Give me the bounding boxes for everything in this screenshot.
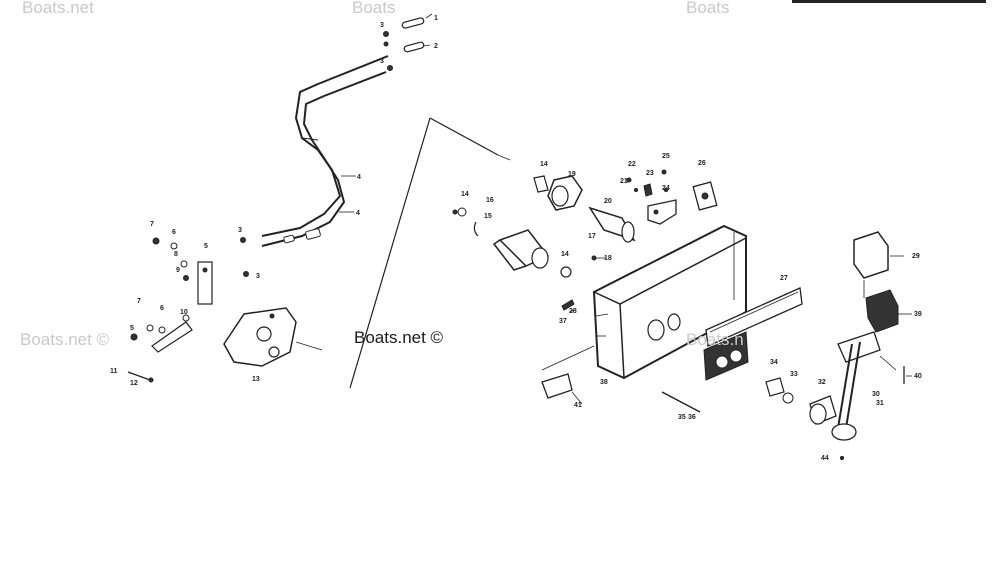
callout-1: 1 <box>434 15 438 22</box>
callout-36: 36 <box>688 414 696 421</box>
callout-3: 3 <box>238 227 242 234</box>
callout-34: 34 <box>770 359 778 366</box>
callout-7: 7 <box>137 298 141 305</box>
callout-31: 31 <box>876 400 884 407</box>
clip-41 <box>541 345 595 405</box>
callout-23: 23 <box>646 170 654 177</box>
callout-18: 18 <box>604 255 612 262</box>
callout-9: 9 <box>176 267 180 274</box>
callout-14: 14 <box>561 251 569 258</box>
callout-5: 5 <box>130 325 134 332</box>
callout-11: 11 <box>110 368 118 375</box>
callout-38: 38 <box>600 379 608 386</box>
label-plate-27 <box>705 287 803 347</box>
top-edge-bar <box>792 0 986 3</box>
callout-21: 21 <box>620 178 628 185</box>
callout-33: 33 <box>790 371 798 378</box>
callout-15: 15 <box>484 213 492 220</box>
callout-17: 17 <box>588 233 596 240</box>
callout-20: 20 <box>604 198 612 205</box>
callout-16: 16 <box>486 197 494 204</box>
callout-35: 35 <box>678 414 686 421</box>
control-box-38 <box>592 224 747 380</box>
separator-lines <box>349 117 511 389</box>
callout-labels: 1 2 3 3 4 4 3 3 7 6 5 8 9 7 6 10 5 11 12… <box>110 15 922 462</box>
callout-39: 39 <box>914 311 922 318</box>
callout-2: 2 <box>434 43 438 50</box>
handle-shaft-assembly <box>452 169 718 313</box>
callout-8: 8 <box>174 251 178 258</box>
callout-5: 5 <box>204 243 208 250</box>
callout-6: 6 <box>160 305 164 312</box>
callout-3: 3 <box>256 273 260 280</box>
callout-6: 6 <box>172 229 176 236</box>
callout-19: 19 <box>568 171 576 178</box>
callout-3: 3 <box>380 22 384 29</box>
decal-35 <box>703 331 749 381</box>
callout-30: 30 <box>872 391 880 398</box>
callout-28: 28 <box>569 308 577 315</box>
callout-12: 12 <box>130 380 138 387</box>
callout-4: 4 <box>357 174 361 181</box>
mounting-plate-13 <box>223 307 323 367</box>
callout-29: 29 <box>912 253 920 260</box>
callout-14: 14 <box>540 161 548 168</box>
callout-22: 22 <box>628 161 636 168</box>
callout-4: 4 <box>356 210 360 217</box>
callout-10: 10 <box>180 309 188 316</box>
callout-44: 44 <box>821 455 829 462</box>
callout-32: 32 <box>818 379 826 386</box>
callout-40: 40 <box>914 373 922 380</box>
top-cable-assembly <box>240 13 433 277</box>
right-lever-assembly <box>765 231 912 461</box>
callout-37: 37 <box>559 318 567 325</box>
left-bracket-assembly <box>127 237 213 383</box>
callout-41: 41 <box>574 402 582 409</box>
brand-label: Boats.net © <box>354 328 444 347</box>
callout-13: 13 <box>252 376 260 383</box>
callout-7: 7 <box>150 221 154 228</box>
callout-25: 25 <box>662 153 670 160</box>
callout-27: 27 <box>780 275 788 282</box>
callout-14: 14 <box>461 191 469 198</box>
pin-36 <box>661 391 701 413</box>
callout-24: 24 <box>662 185 670 192</box>
callout-3: 3 <box>380 58 384 65</box>
callout-26: 26 <box>698 160 706 167</box>
